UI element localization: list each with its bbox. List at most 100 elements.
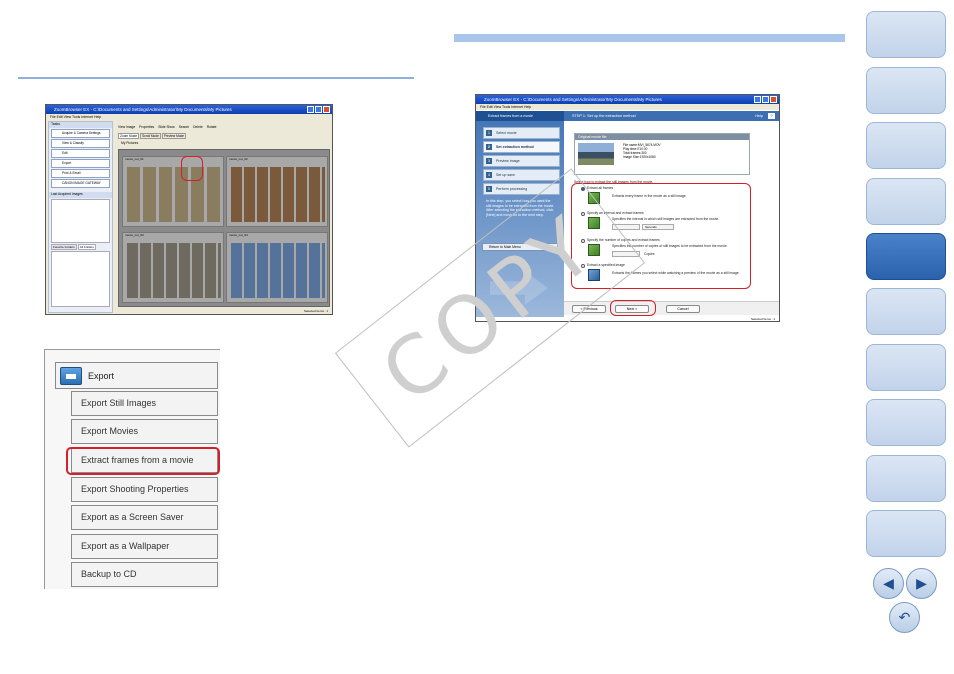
tab-scroll-mode[interactable]: Scroll Mode — [140, 133, 161, 139]
menu-export-wallpaper[interactable]: Export as a Wallpaper — [71, 534, 218, 559]
next-page-button[interactable]: ▶ — [906, 568, 937, 599]
option-copies-label: Specify the number of copies and extract… — [587, 238, 660, 242]
tab-zoom-mode[interactable]: Zoom Mode — [118, 133, 140, 139]
toolbar-properties[interactable]: Properties — [139, 124, 155, 129]
option-all-label: Extract all frames — [587, 186, 614, 190]
help-question-icon[interactable]: ? — [768, 113, 775, 119]
return-main-menu-label: Return to Main Menu — [489, 245, 521, 249]
menu-extract-frames[interactable]: Extract frames from a movie — [71, 448, 218, 473]
nav-tab-9[interactable] — [866, 455, 946, 502]
nav-tab-4[interactable] — [866, 178, 946, 225]
view-tabs: Zoom Mode Scroll Mode Preview Mode — [118, 133, 187, 139]
dialog-menubar: File Edit View Tools Internet Help — [476, 104, 779, 110]
copies-input[interactable] — [612, 251, 640, 257]
option-all-radio[interactable] — [581, 187, 585, 191]
toolbar-rotate[interactable]: Rotate — [206, 124, 217, 129]
window-title: ZoomBrowser EX - C:\Documents and Settin… — [54, 107, 232, 112]
option-specified-radio[interactable] — [581, 264, 585, 268]
extract-frames-highlight — [66, 447, 220, 475]
extract-frames-window: ZoomBrowser EX - C:\Documents and Settin… — [475, 94, 780, 322]
movie-info-name: File name:MVI_5674.MOV — [623, 143, 661, 147]
option-interval[interactable]: Specify an interval and extract frames S… — [580, 211, 750, 239]
group-2-thumbs — [231, 167, 325, 222]
toolbar-view-image[interactable]: View Image — [118, 124, 136, 129]
group-4-label: movie_cut_04 — [229, 233, 248, 237]
last-acquired-label: Last Acquired Images — [49, 192, 112, 198]
option-specified-icon — [588, 269, 600, 281]
tasks-label: Tasks — [49, 122, 112, 128]
option-copies-radio[interactable] — [581, 239, 585, 243]
menu-export-screen-saver[interactable]: Export as a Screen Saver — [71, 505, 218, 530]
dialog-title: ZoomBrowser EX - C:\Documents and Settin… — [484, 97, 662, 102]
task-acquire[interactable]: Acquire & Camera Settings — [51, 129, 110, 138]
option-interval-radio[interactable] — [581, 212, 585, 216]
last-acquired-tree — [51, 199, 110, 243]
option-specified-label: Extract a specified image — [587, 263, 625, 267]
help-button[interactable]: Help — [755, 111, 763, 121]
nav-tab-5[interactable] — [866, 233, 946, 280]
group-4: movie_cut_04 — [226, 232, 328, 303]
left-section-rule — [18, 77, 414, 79]
toolbar-slide-show[interactable]: Slide Show — [158, 124, 175, 129]
task-print[interactable]: Print & Email — [51, 169, 110, 178]
option-specified[interactable]: Extract a specified image Extracts the f… — [580, 263, 750, 285]
folder-tree — [51, 251, 110, 307]
nav-tab-6[interactable] — [866, 288, 946, 335]
dialog-status: Selected Items : 1 — [750, 317, 775, 321]
task-export[interactable]: Export — [51, 159, 110, 168]
right-section-band — [454, 34, 845, 42]
menu-export-still-images[interactable]: Export Still Images — [71, 391, 218, 416]
nav-tab-2[interactable] — [866, 67, 946, 114]
nav-tab-3[interactable] — [866, 122, 946, 169]
menu-export-shooting-properties[interactable]: Export Shooting Properties — [71, 477, 218, 502]
arrow-right-icon: ▶ — [916, 575, 927, 591]
export-menu-header[interactable]: Export — [55, 362, 218, 389]
cancel-button[interactable]: Cancel — [666, 305, 700, 313]
movie-info-frames: Total frames:300 — [623, 151, 647, 155]
task-gateway[interactable]: CANON iMAGE GATEWAY — [51, 179, 110, 188]
option-interval-desc: Specifies the interval in which still im… — [612, 217, 720, 221]
menu-export-movies[interactable]: Export Movies — [71, 419, 218, 444]
tasks-pane: Tasks Acquire & Camera Settings View & C… — [48, 121, 113, 313]
option-extract-all[interactable]: Extract all frames Extracts every frame … — [580, 186, 750, 208]
return-main-menu-button[interactable]: Return to Main Menu — [482, 243, 558, 251]
previous-button[interactable]: < Previous — [572, 305, 606, 313]
interval-unit-select[interactable]: Seconds — [642, 224, 674, 230]
arrow-left-icon: ◀ — [883, 575, 894, 591]
return-button[interactable]: ↶ — [889, 602, 920, 633]
option-interval-icon — [588, 217, 600, 229]
dialog-header-left: Extract frames from a movie — [476, 111, 564, 121]
prev-page-button[interactable]: ◀ — [873, 568, 904, 599]
group-3: movie_cut_03 — [122, 232, 224, 303]
nav-tab-8[interactable] — [866, 399, 946, 446]
next-button[interactable]: Next > — [615, 305, 649, 313]
toolbar-search[interactable]: Search — [178, 124, 190, 129]
tab-preview-mode[interactable]: Preview Mode — [161, 133, 187, 139]
menu-backup-to-cd[interactable]: Backup to CD — [71, 562, 218, 587]
toolbar-delete[interactable]: Delete — [193, 124, 203, 129]
zoombrowser-window: ZoomBrowser EX - C:\Documents and Settin… — [45, 104, 333, 315]
nav-tab-7[interactable] — [866, 344, 946, 391]
task-view[interactable]: View & Classify — [51, 139, 110, 148]
return-icon: ↶ — [898, 609, 911, 625]
dialog-header-left-label: Extract frames from a movie — [488, 114, 533, 118]
interval-input[interactable] — [612, 224, 640, 230]
step-instructions: In this step, you select how you want th… — [486, 199, 555, 217]
tab-favorite-folders[interactable]: Favorite Folders — [51, 244, 77, 250]
window-titlebar: ZoomBrowser EX - C:\Documents and Settin… — [46, 105, 332, 114]
nav-tab-10[interactable] — [866, 510, 946, 557]
next-button-highlight — [610, 300, 656, 316]
task-edit[interactable]: Edit — [51, 149, 110, 158]
movie-thumbnail — [578, 143, 614, 165]
tab-all-folders[interactable]: All Folders — [77, 244, 96, 250]
nav-tab-1[interactable] — [866, 11, 946, 58]
option-copies[interactable]: Specify the number of copies and extract… — [580, 238, 750, 262]
selected-movie-highlight — [181, 156, 203, 181]
